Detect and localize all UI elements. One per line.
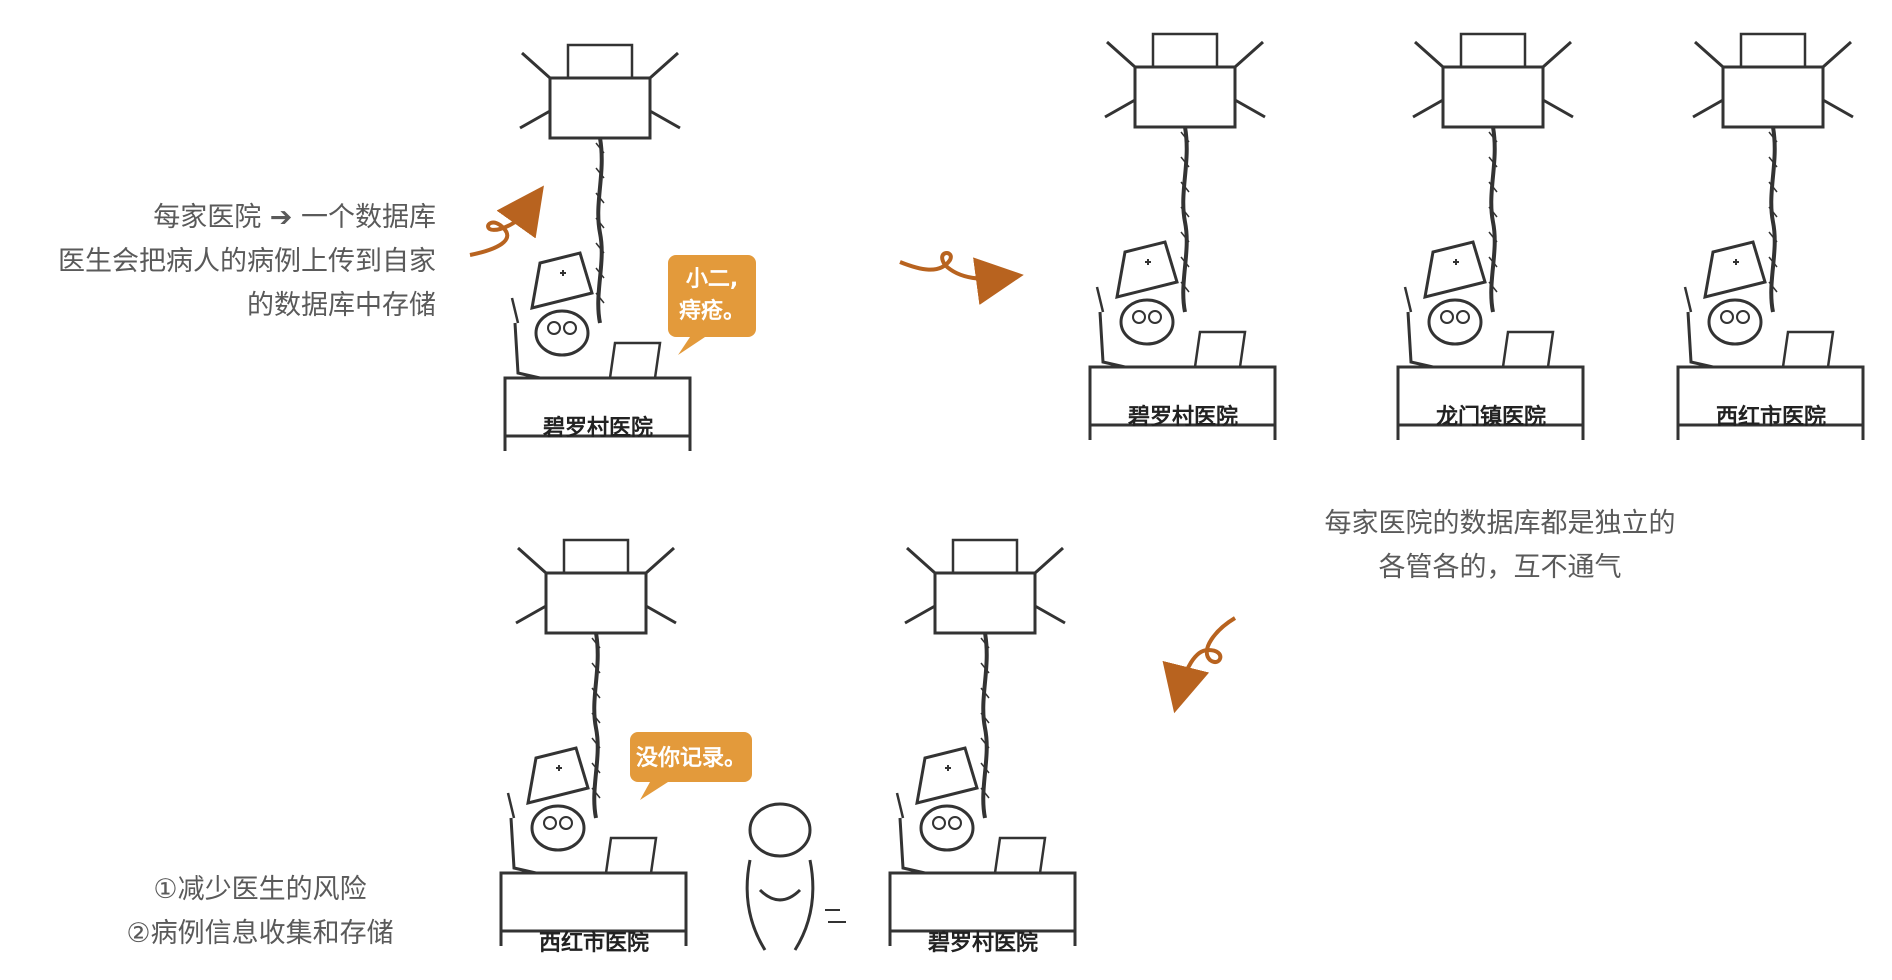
- arrow-to-first-hospital: [469, 185, 544, 257]
- independent-caption: 每家医院的数据库都是独立的 各管各的，互不通气: [1240, 502, 1760, 590]
- intro-line-1: 每家医院 ➔ 一个数据库: [153, 202, 436, 233]
- hospital-unit-biluo-bottom: [888, 538, 1077, 948]
- benefit-line-2: ②病例信息收集和存储: [126, 918, 394, 949]
- arrow-to-shared-records: [1162, 616, 1237, 714]
- intro-line-3: 的数据库中存储: [247, 290, 436, 321]
- hospital-unit-xihong-top: [1676, 32, 1865, 442]
- bubble-xiaoer-line-1: 小二,: [686, 267, 738, 292]
- independent-line-2: 各管各的，互不通气: [1378, 552, 1622, 583]
- independent-line-1: 每家医院的数据库都是独立的: [1324, 508, 1676, 539]
- patient-figure: [745, 802, 846, 951]
- hospital-unit-longmen: [1396, 32, 1585, 442]
- hospital-unit-biluo-top-left: [503, 43, 692, 453]
- arrow-to-multiple-hospitals: [899, 251, 1024, 305]
- desk-label-longmen: 龙门镇医院: [1436, 404, 1546, 430]
- hospital-unit-biluo-top-right: [1088, 32, 1277, 442]
- desk-label-xihong-bottom: 西红市医院: [539, 930, 649, 956]
- bubble-no-record-text: 没你记录。: [636, 746, 746, 771]
- desk-label-biluo-top-right: 碧罗村医院: [1127, 404, 1238, 430]
- desk-label-xihong-top: 西红市医院: [1716, 404, 1826, 430]
- intro-line-2: 医生会把病人的病例上传到自家: [58, 246, 436, 277]
- desk-label-biluo-bottom: 碧罗村医院: [927, 930, 1038, 956]
- speech-bubble-xiaoer: 小二, 痔疮。: [668, 255, 756, 355]
- benefits-caption: ①减少医生的风险 ②病例信息收集和存储: [80, 868, 440, 956]
- benefit-line-1: ①减少医生的风险: [153, 874, 367, 905]
- speech-bubble-no-record: 没你记录。: [630, 732, 752, 800]
- desk-label-biluo-top-left: 碧罗村医院: [542, 415, 653, 441]
- intro-caption: 每家医院 ➔ 一个数据库 医生会把病人的病例上传到自家 的数据库中存储: [0, 196, 436, 328]
- bubble-xiaoer-line-2: 痔疮。: [679, 298, 745, 324]
